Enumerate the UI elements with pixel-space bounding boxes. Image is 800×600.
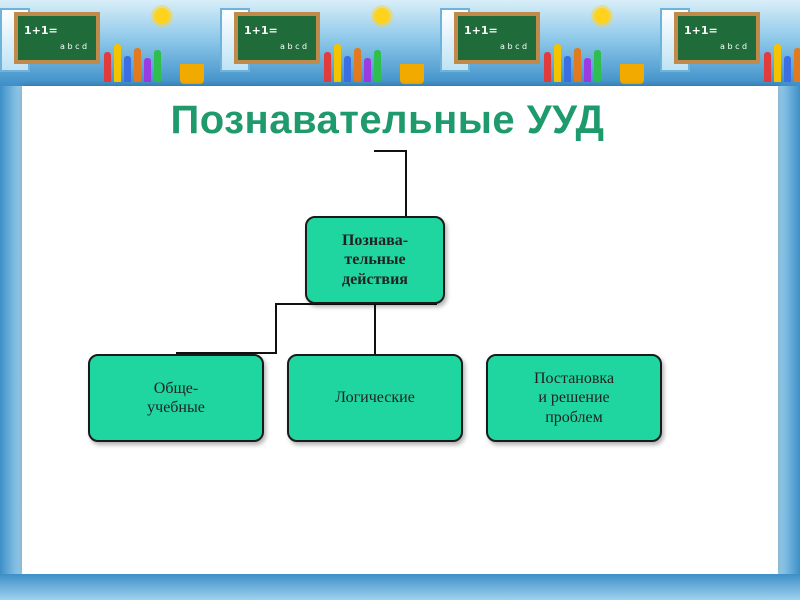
connector-line: [405, 150, 407, 218]
chalkboard-icon: 1+1=a b c d: [454, 12, 540, 64]
pencils-icon: [324, 40, 434, 82]
chalkboard-icon: 1+1=a b c d: [674, 12, 760, 64]
child-node-general-educational: Обще- учебные: [88, 354, 264, 442]
slide-panel: [22, 86, 778, 574]
connector-line: [405, 303, 437, 305]
connector-line: [374, 303, 376, 355]
child-node-logical: Логические: [287, 354, 463, 442]
chalkboard-icon: 1+1=a b c d: [234, 12, 320, 64]
connector-line: [374, 150, 407, 152]
sun-icon: [594, 8, 610, 24]
left-frame: [0, 86, 22, 574]
chalkboard-icon: 1+1=a b c d: [14, 12, 100, 64]
slide-title: Познавательные УУД: [170, 98, 605, 142]
connector-line: [275, 303, 405, 305]
child-node-problem-solving: Постановка и решение проблем: [486, 354, 662, 442]
right-frame: [778, 86, 800, 574]
top-decorative-band: 1+1=a b c d 1+1=a b c d 1+1=a b c d: [0, 0, 800, 86]
pencils-icon: [764, 40, 800, 82]
pencil-cup-icon: [620, 64, 644, 84]
pencils-icon: [544, 40, 654, 82]
connector-line: [176, 352, 277, 354]
sun-icon: [154, 8, 170, 24]
classroom-tile: 1+1=a b c d: [440, 0, 660, 86]
sun-icon: [374, 8, 390, 24]
root-node: Познава- тельные действия: [305, 216, 445, 304]
pencil-cup-icon: [180, 64, 204, 84]
classroom-tile: 1+1=a b c d: [220, 0, 440, 86]
connector-line: [275, 303, 277, 354]
classroom-tile: 1+1=a b c d: [0, 0, 220, 86]
bottom-decorative-band: [0, 574, 800, 600]
classroom-tile: 1+1=a b c d: [660, 0, 800, 86]
pencils-icon: [104, 40, 214, 82]
pencil-cup-icon: [400, 64, 424, 84]
